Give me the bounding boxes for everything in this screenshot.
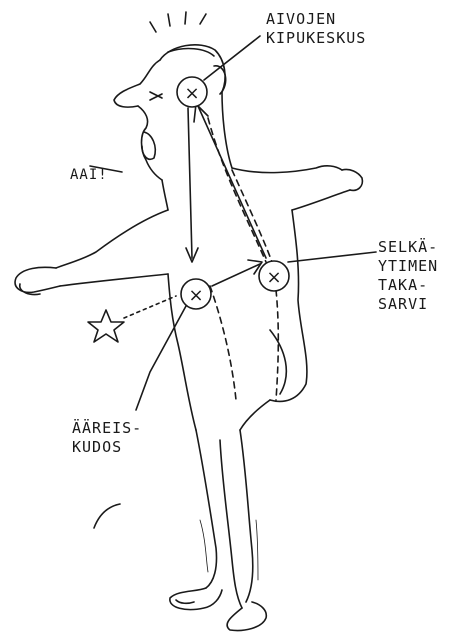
label-dorsal-horn: SELKÄ- YTIMEN TAKA- SARVI: [378, 238, 438, 314]
star-connector-dotted: [124, 296, 176, 318]
node-spinal-horn-symbol: ×: [266, 267, 281, 288]
label-line: KUDOS: [72, 438, 142, 457]
label-line: AIVOJEN: [266, 10, 366, 29]
pathway-arrows: [186, 104, 266, 286]
motion-arc: [94, 504, 120, 528]
label-line: SELKÄ-: [378, 238, 438, 257]
injury-star-icon: [88, 310, 124, 342]
label-line: ÄÄREIS-: [72, 419, 142, 438]
nerve-dashed-paths: [208, 118, 278, 400]
node-brain-symbol: ×: [184, 83, 199, 104]
node-peripheral: ×: [181, 279, 211, 309]
label-line: YTIMEN: [378, 257, 438, 276]
node-brain: ×: [177, 77, 207, 107]
label-leaders: [90, 36, 376, 410]
node-spinal-horn: ×: [259, 261, 289, 291]
label-line: TAKA-: [378, 276, 438, 295]
label-brain-pain-center: AIVOJEN KIPUKESKUS: [266, 10, 366, 48]
shout-marks: [150, 12, 206, 32]
label-exclamation: AAI!: [70, 166, 108, 185]
label-peripheral-tissue: ÄÄREIS- KUDOS: [72, 419, 142, 457]
node-peripheral-symbol: ×: [188, 285, 203, 306]
label-line: SARVI: [378, 295, 438, 314]
label-line: KIPUKESKUS: [266, 29, 366, 48]
